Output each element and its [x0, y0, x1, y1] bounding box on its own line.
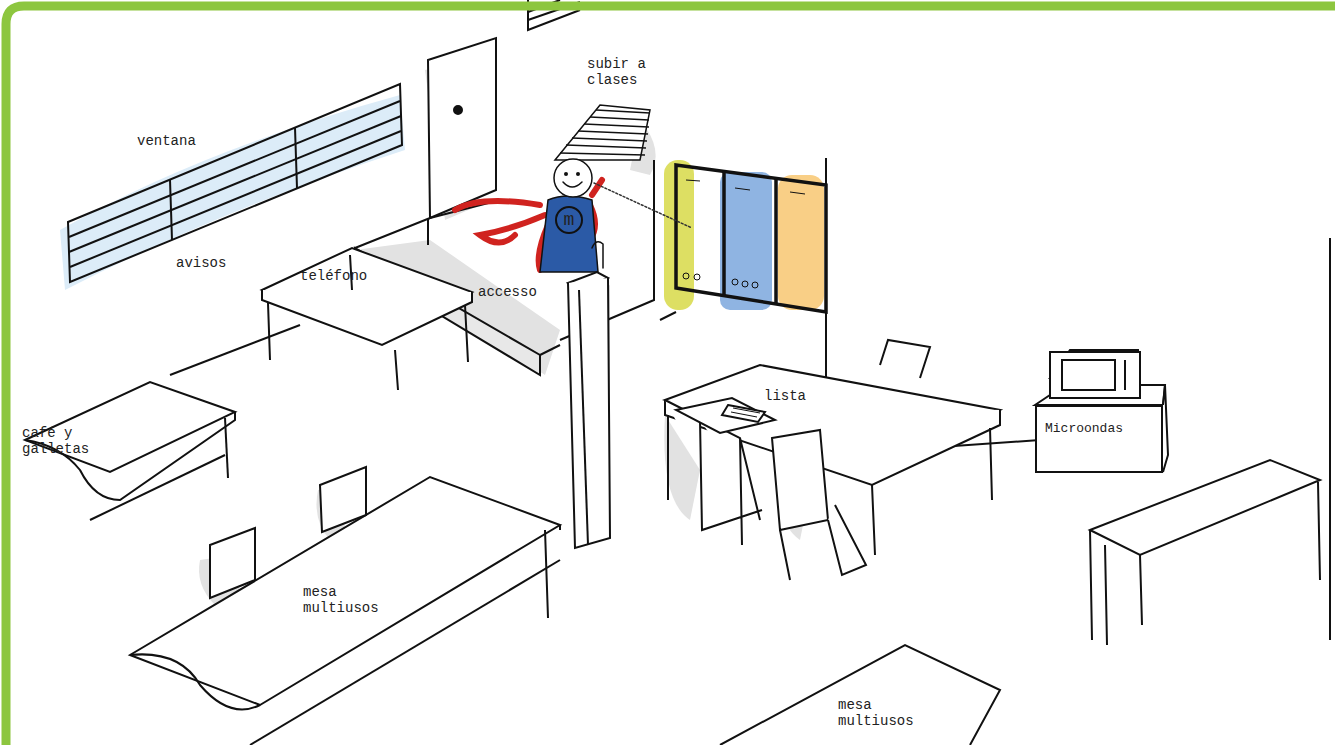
person-part — [592, 242, 603, 268]
room-label: mesa multiusos — [838, 697, 918, 729]
window-part — [69, 116, 401, 252]
walls-part — [427, 218, 429, 245]
walls-part — [428, 38, 496, 218]
pillar-part — [568, 278, 610, 548]
walls-part — [454, 106, 462, 114]
stairs-part — [560, 153, 645, 155]
furniture-part — [1050, 352, 1140, 398]
cabinet-box: Microondas — [1035, 405, 1163, 473]
furniture-part — [720, 645, 1000, 745]
furniture-part — [268, 255, 468, 390]
person-part — [540, 196, 598, 272]
room-label: accesso — [478, 284, 558, 300]
frame-border — [6, 6, 1335, 745]
notice-board-part-part — [694, 274, 700, 280]
furniture-part — [545, 525, 560, 618]
window-part — [170, 180, 172, 240]
notice-board-part-part — [752, 282, 758, 288]
stairs-part — [555, 105, 650, 160]
room-label: lista — [764, 388, 824, 404]
stairs-part — [584, 124, 649, 127]
appliance-label: Microondas — [1045, 421, 1157, 436]
furniture-part — [780, 505, 866, 580]
furniture-part — [731, 408, 760, 417]
person-part — [576, 172, 580, 176]
furniture-part — [262, 290, 472, 345]
person — [455, 159, 692, 272]
notice-board-part — [778, 175, 824, 310]
stairs-part — [590, 117, 649, 120]
window-part — [295, 128, 297, 188]
furniture-part — [1124, 360, 1126, 390]
furniture-part — [130, 654, 260, 709]
notice-board-part — [720, 172, 772, 310]
window-part — [70, 131, 401, 267]
notice-board — [664, 160, 826, 312]
furniture-part — [722, 405, 765, 422]
platform-part — [170, 325, 300, 375]
notice-board-part-part — [742, 281, 748, 287]
furniture-part — [1090, 460, 1320, 555]
room-label: café y galletas — [22, 425, 94, 457]
notice-board-part-part — [686, 180, 805, 194]
furniture-part — [676, 398, 775, 433]
person-part — [563, 182, 582, 187]
furniture-part — [320, 467, 366, 532]
furniture-part — [250, 560, 560, 745]
platform-part — [540, 345, 560, 355]
stairs-part — [566, 145, 646, 148]
room-label: avisos — [176, 255, 246, 271]
furniture-part — [90, 455, 225, 520]
shirt-logo-circle: m — [555, 206, 583, 234]
furniture-part — [772, 430, 828, 530]
stairs — [555, 105, 650, 160]
furniture-part — [210, 528, 255, 598]
stairs-part — [572, 138, 647, 141]
room-label: mesa multiusos — [303, 584, 383, 616]
person-part — [455, 201, 548, 270]
logo-letter: m — [564, 211, 575, 229]
stairs-part — [578, 131, 648, 134]
notice-board-part-part — [732, 279, 738, 285]
person-part — [564, 172, 568, 176]
window-part — [69, 101, 400, 237]
room-label: ventana — [137, 133, 227, 149]
notice-board-part — [676, 165, 826, 312]
platform-part — [355, 200, 500, 248]
furniture-part — [1090, 482, 1320, 645]
notice-board-part-part — [683, 273, 689, 279]
person-part — [554, 159, 592, 197]
furniture-part — [225, 418, 228, 478]
stairs-part — [596, 110, 650, 113]
furniture-part — [880, 340, 930, 378]
furniture-part — [1163, 385, 1168, 472]
furniture — [25, 248, 1320, 745]
furniture-part — [1062, 360, 1115, 390]
walls-part — [1329, 238, 1331, 640]
walls-part — [660, 312, 676, 320]
room-label: subir a clases — [587, 56, 667, 88]
pillar-part — [579, 290, 588, 545]
walls — [428, 38, 1330, 640]
room-label: teléfono — [300, 268, 390, 284]
pillar — [568, 272, 610, 548]
person-part — [594, 183, 692, 228]
notice-board-part — [683, 180, 805, 288]
platform — [170, 200, 560, 375]
